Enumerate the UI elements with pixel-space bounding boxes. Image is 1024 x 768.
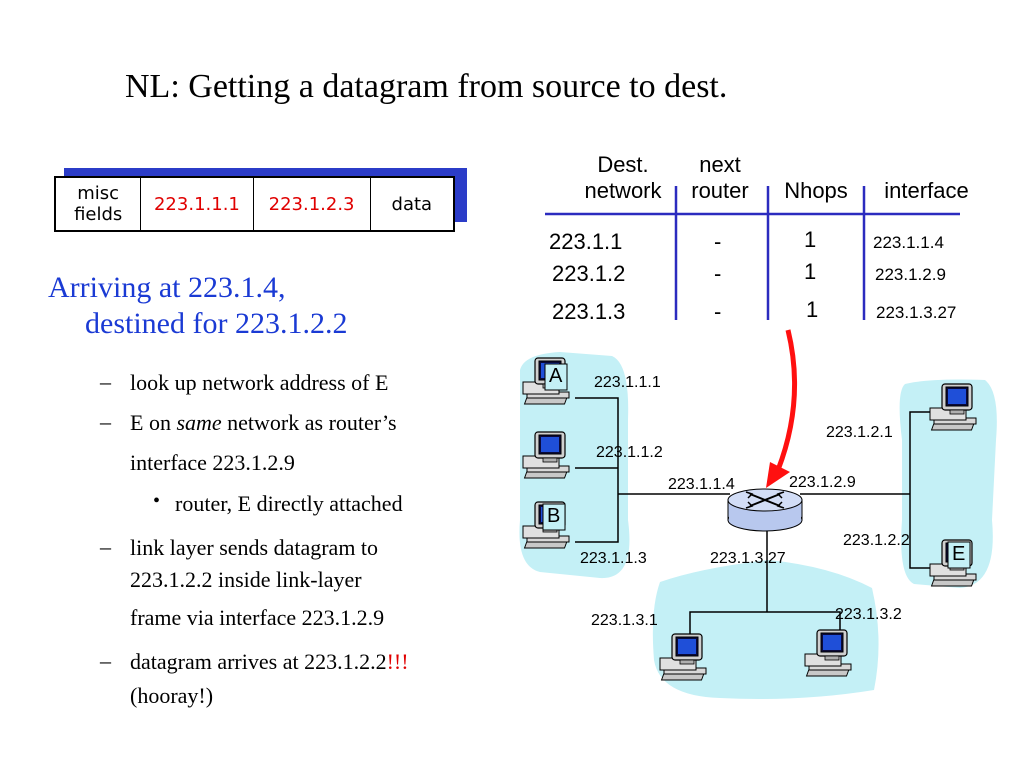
lookup-arrow <box>775 329 798 471</box>
bullet-same-network-line2: interface 223.1.2.9 <box>130 450 295 475</box>
bullet-arrives-text: datagram arrives at 223.1.2.2 <box>130 649 387 674</box>
datagram-misc-fields: misc fields <box>56 178 142 230</box>
arriving-line-1: Arriving at 223.1.4, <box>48 271 286 304</box>
host-a-label-box <box>544 363 568 391</box>
bullet-link-layer-1: link layer sends datagram to <box>130 535 379 560</box>
dot-bullet: • <box>153 490 161 512</box>
bullet-same-post: network as router’s <box>221 410 397 435</box>
bullet-hooray: (hooray!) <box>130 683 214 708</box>
datagram-source-address: 223.1.1.1 <box>141 178 254 230</box>
bullet-arrives-bang: !!! <box>386 649 409 674</box>
bullet-arrives: datagram arrives at 223.1.2.2!!! <box>130 648 409 676</box>
row1-next: - <box>714 229 722 254</box>
row2-next: - <box>714 261 722 286</box>
addr-223-1-2-2: 223.1.2.2 <box>843 532 910 549</box>
addr-223-1-3-27: 223.1.3.27 <box>710 550 786 567</box>
row1-dest: 223.1.1 <box>549 229 623 254</box>
row3-dest: 223.1.3 <box>552 299 626 324</box>
row3-nhops: 1 <box>806 297 819 322</box>
addr-223-1-3-2: 223.1.3.2 <box>835 606 902 623</box>
addr-223-1-2-1: 223.1.2.1 <box>826 424 893 441</box>
host-e-label-box <box>947 541 971 569</box>
header-dest-network: Dest. network <box>584 152 662 203</box>
addr-223-1-1-1: 223.1.1.1 <box>594 374 661 391</box>
bullet-link-layer-2: 223.1.2.2 inside link-layer <box>130 567 362 592</box>
addr-223-1-1-2: 223.1.1.2 <box>596 444 663 461</box>
host-b-label-box <box>542 503 566 531</box>
dash-bullet: – <box>100 369 111 394</box>
subnet-2-blob <box>899 379 997 588</box>
addr-223-1-3-1: 223.1.3.1 <box>591 612 658 629</box>
subnet-1-link <box>575 397 619 543</box>
row1-interface: 223.1.1.4 <box>873 233 944 252</box>
row2-interface: 223.1.2.9 <box>875 265 946 284</box>
addr-223-1-1-3: 223.1.1.3 <box>580 550 647 567</box>
dash-bullet: – <box>100 534 111 559</box>
host-b-label: B <box>547 505 561 527</box>
sub-bullet-directly-attached: router, E directly attached <box>175 491 403 516</box>
dash-bullet: – <box>100 648 111 673</box>
addr-223-1-2-9: 223.1.2.9 <box>789 474 856 491</box>
header-interface: interface <box>884 178 969 203</box>
subnet-3-link <box>689 611 841 640</box>
arriving-line-2: destined for 223.1.2.2 <box>85 307 348 340</box>
bullet-same-pre: E on <box>130 410 177 435</box>
row1-nhops: 1 <box>804 227 817 252</box>
host-a-label: A <box>549 365 563 387</box>
bullet-same-emphasis: same <box>176 410 222 435</box>
row3-next: - <box>714 299 722 324</box>
subnet-2-link <box>909 411 945 569</box>
slide-title: NL: Getting a datagram from source to de… <box>125 68 728 105</box>
bullet-same-network: E on same network as router’s <box>130 409 397 437</box>
row2-nhops: 1 <box>804 259 817 284</box>
row2-dest: 223.1.2 <box>552 261 626 286</box>
dash-bullet: – <box>100 409 111 434</box>
bullet-link-layer-3: frame via interface 223.1.2.9 <box>130 605 385 630</box>
datagram-data: data <box>391 193 433 215</box>
header-next-router: next router <box>691 152 749 203</box>
bullet-lookup: look up network address of E <box>130 370 389 395</box>
row3-interface: 223.1.3.27 <box>876 303 957 322</box>
header-nhops: Nhops <box>784 178 848 203</box>
addr-223-1-1-4: 223.1.1.4 <box>668 476 735 493</box>
arriving-heading: Arriving at 223.1.4, destined for 223.1.… <box>48 270 347 342</box>
lookup-arrowhead <box>766 462 790 488</box>
router <box>727 488 803 532</box>
datagram: misc fields 223.1.1.1 223.1.2.3 data <box>54 176 455 232</box>
host-e-label: E <box>952 543 966 565</box>
datagram-dest-address: 223.1.2.3 <box>254 178 371 230</box>
